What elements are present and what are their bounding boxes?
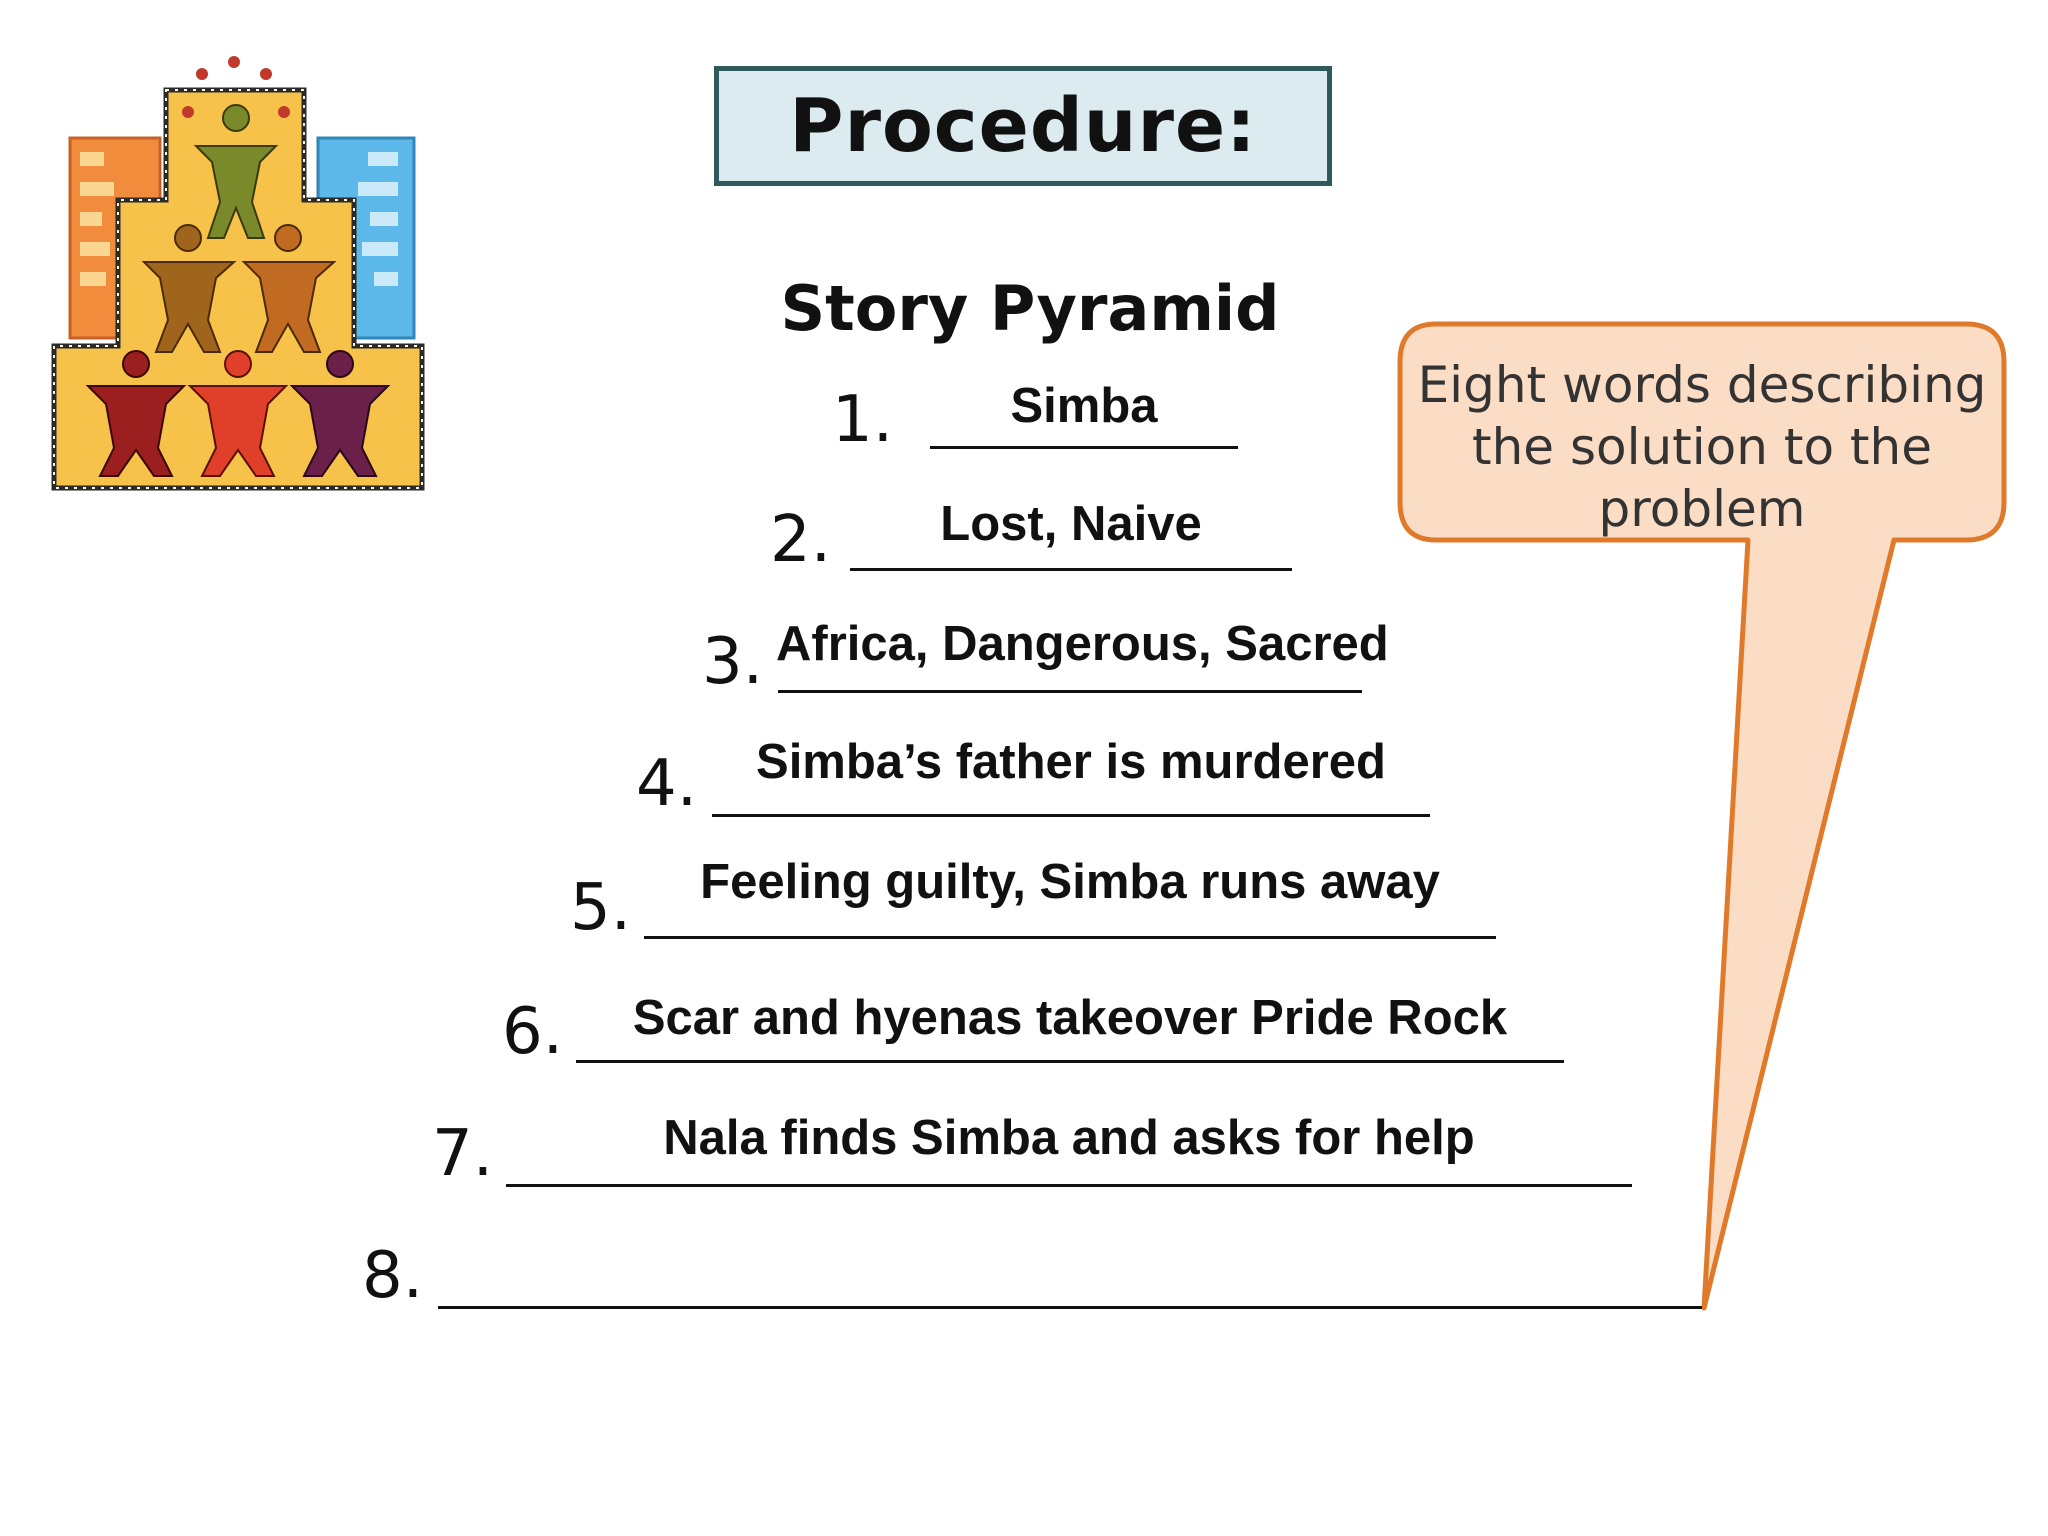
answer-underline (850, 568, 1292, 571)
answer-underline (644, 936, 1496, 939)
line-answer: Simba (1010, 379, 1158, 433)
line-answer: Simba’s father is murdered (756, 735, 1386, 789)
line-number: 7. (432, 1117, 494, 1191)
line-number: 3. (702, 625, 764, 699)
line-number: 8. (362, 1239, 424, 1313)
answer-underline (576, 1060, 1564, 1063)
callout-text: Eight words describing the solution to t… (1417, 356, 1987, 538)
answer-underline (438, 1306, 1702, 1309)
line-answer: Feeling guilty, Simba runs away (700, 855, 1440, 909)
line-number: 5. (570, 871, 632, 945)
line-number: 6. (502, 995, 564, 1069)
answer-underline (506, 1184, 1632, 1187)
speech-callout (1397, 321, 2007, 1311)
line-number: 2. (770, 503, 832, 577)
answer-underline (712, 814, 1430, 817)
page-title: Procedure: (789, 83, 1257, 169)
line-answer: Nala finds Simba and asks for help (663, 1111, 1475, 1165)
human-pyramid-icon (51, 56, 425, 491)
answer-underline (930, 446, 1238, 449)
subtitle: Story Pyramid (780, 272, 1280, 345)
line-answer: Scar and hyenas takeover Pride Rock (632, 991, 1508, 1045)
line-number: 4. (636, 747, 698, 821)
answer-underline (778, 690, 1362, 693)
line-answer: Lost, Naive (940, 497, 1202, 551)
line-number: 1. (832, 383, 894, 457)
title-box: Procedure: (714, 66, 1332, 186)
line-answer: Africa, Dangerous, Sacred (776, 617, 1389, 671)
